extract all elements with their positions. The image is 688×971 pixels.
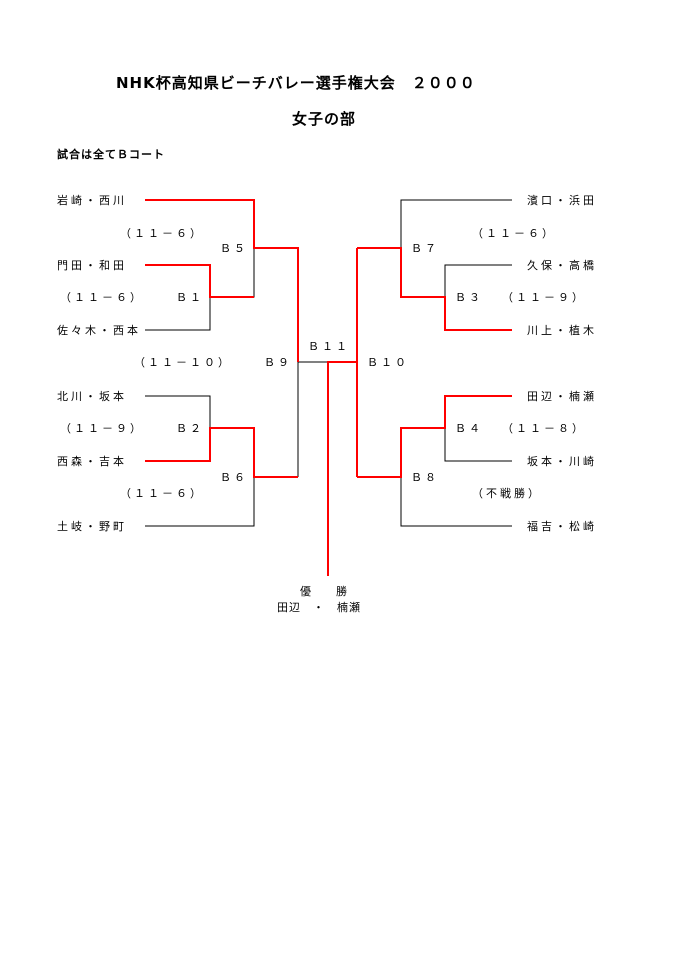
- match-b7: Ｂ７: [411, 242, 439, 255]
- score-b7: （１１－６）: [472, 227, 556, 240]
- court-note: 試合は全てＢコート: [57, 148, 165, 161]
- score-b3: （１１－９）: [502, 291, 586, 304]
- team-right-2: 久保・高橋: [527, 259, 597, 272]
- champion-label: 優 勝: [300, 585, 348, 598]
- team-left-1: 岩崎・西川: [57, 194, 127, 207]
- score-b1: （１１－６）: [60, 291, 144, 304]
- score-b6: （１１－６）: [120, 487, 204, 500]
- match-b1: Ｂ１: [176, 291, 204, 304]
- team-right-3: 川上・植木: [527, 324, 597, 337]
- score-b8: （不戦勝）: [472, 487, 542, 500]
- match-b9: Ｂ９: [264, 356, 292, 369]
- match-b8: Ｂ８: [411, 471, 439, 484]
- match-b11: Ｂ１１: [308, 340, 350, 353]
- score-b2: （１１－９）: [60, 422, 144, 435]
- loser-lines: [145, 199, 512, 527]
- match-b6: Ｂ６: [220, 471, 248, 484]
- team-left-5: 西森・吉本: [57, 455, 127, 468]
- team-right-1: 濱口・浜田: [527, 194, 597, 207]
- match-b4: Ｂ４: [455, 422, 483, 435]
- team-left-4: 北川・坂本: [57, 390, 127, 403]
- match-b5: Ｂ５: [220, 242, 248, 255]
- score-b9: （１１－１０）: [134, 356, 232, 369]
- team-right-5: 坂本・川崎: [527, 455, 597, 468]
- score-b4: （１１－８）: [502, 422, 586, 435]
- page-subtitle: 女子の部: [292, 110, 357, 128]
- team-left-6: 土岐・野町: [57, 520, 127, 533]
- champion-team: 田辺 ・ 楠瀬: [277, 601, 361, 614]
- team-right-4: 田辺・楠瀬: [527, 390, 597, 403]
- team-left-2: 門田・和田: [57, 259, 127, 272]
- score-b5: （１１－６）: [120, 227, 204, 240]
- match-b2: Ｂ２: [176, 422, 204, 435]
- team-left-3: 佐々木・西本: [57, 324, 141, 337]
- match-b10: Ｂ１０: [367, 356, 409, 369]
- page-title: NHK杯高知県ビーチバレー選手権大会 ２０００: [116, 74, 476, 92]
- team-right-6: 福吉・松崎: [527, 520, 597, 533]
- match-b3: Ｂ３: [455, 291, 483, 304]
- winner-lines: [145, 199, 512, 576]
